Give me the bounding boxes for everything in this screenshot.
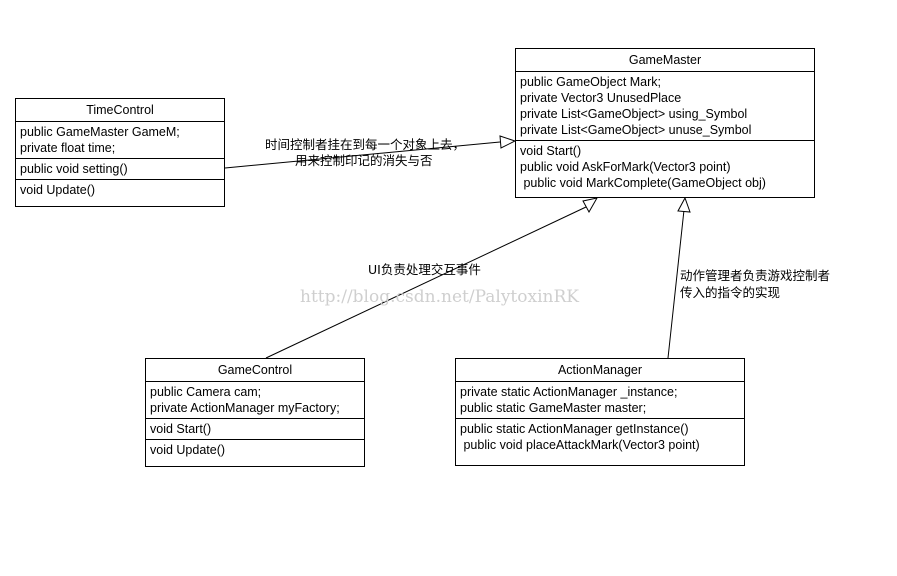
method-row: void Update()	[20, 183, 96, 197]
note-timecontrol-line1: 时间控制者挂在到每一个对象上去，	[265, 137, 466, 152]
class-box-timecontrol[interactable]: TimeControl public GameMaster GameM; pri…	[15, 98, 225, 207]
attribute-row: public Camera cam;	[150, 385, 262, 399]
timecontrol-to-gamemaster-line	[224, 141, 501, 169]
class-name: GameControl	[146, 359, 364, 382]
attributes-section: public Camera cam; private ActionManager…	[146, 382, 364, 419]
method-row: void Start()	[520, 144, 582, 158]
timecontrol-to-gamemaster-arrowhead	[499, 135, 517, 149]
attribute-row: public GameMaster GameM;	[20, 125, 180, 139]
class-box-gamecontrol[interactable]: GameControl public Camera cam; private A…	[145, 358, 365, 467]
method-row: public static ActionManager getInstance(…	[460, 422, 689, 436]
note-timecontrol-line2: 用来控制印记的消失与否	[295, 153, 433, 168]
methods-section: void Update()	[146, 440, 364, 466]
method-row: public void setting()	[20, 162, 128, 176]
method-row: void Update()	[150, 443, 226, 457]
methods-section: void Start()	[146, 419, 364, 440]
gamecontrol-to-gamemaster-arrowhead	[582, 197, 598, 214]
methods-section: void Update()	[16, 180, 224, 206]
method-row: void Start()	[150, 422, 212, 436]
gamecontrol-to-gamemaster-line	[265, 206, 587, 359]
attribute-row: public GameObject Mark;	[520, 75, 662, 89]
watermark: http://blog.csdn.net/PalytoxinRK	[300, 287, 579, 307]
actionmanager-to-gamemaster-arrowhead	[677, 196, 691, 213]
attribute-row: public static GameMaster master;	[460, 401, 647, 415]
class-name: ActionManager	[456, 359, 744, 382]
attribute-row: private List<GameObject> unuse_Symbol	[520, 123, 752, 137]
attributes-section: public GameMaster GameM; private float t…	[16, 122, 224, 159]
method-row: public void MarkComplete(GameObject obj)	[520, 176, 766, 190]
attributes-section: private static ActionManager _instance; …	[456, 382, 744, 419]
attribute-row: private float time;	[20, 141, 116, 155]
note-actionmanager-line1: 动作管理者负责游戏控制者	[680, 268, 831, 283]
attribute-row: private ActionManager myFactory;	[150, 401, 340, 415]
methods-section: public void setting()	[16, 159, 224, 180]
attribute-row: private Vector3 UnusedPlace	[520, 91, 682, 105]
method-row: public void placeAttackMark(Vector3 poin…	[460, 438, 700, 452]
note-actionmanager-line2: 传入的指令的实现	[680, 285, 781, 300]
actionmanager-to-gamemaster-line	[667, 209, 685, 359]
class-box-actionmanager[interactable]: ActionManager private static ActionManag…	[455, 358, 745, 466]
methods-section: void Start() public void AskForMark(Vect…	[516, 141, 814, 197]
class-box-gamemaster[interactable]: GameMaster public GameObject Mark; priva…	[515, 48, 815, 198]
attribute-row: private List<GameObject> using_Symbol	[520, 107, 748, 121]
method-row: public void AskForMark(Vector3 point)	[520, 160, 731, 174]
note-ui: UI负责处理交互事件	[368, 262, 481, 277]
methods-section: public static ActionManager getInstance(…	[456, 419, 744, 465]
class-name: GameMaster	[516, 49, 814, 72]
class-name: TimeControl	[16, 99, 224, 122]
attribute-row: private static ActionManager _instance;	[460, 385, 678, 399]
attributes-section: public GameObject Mark; private Vector3 …	[516, 72, 814, 141]
